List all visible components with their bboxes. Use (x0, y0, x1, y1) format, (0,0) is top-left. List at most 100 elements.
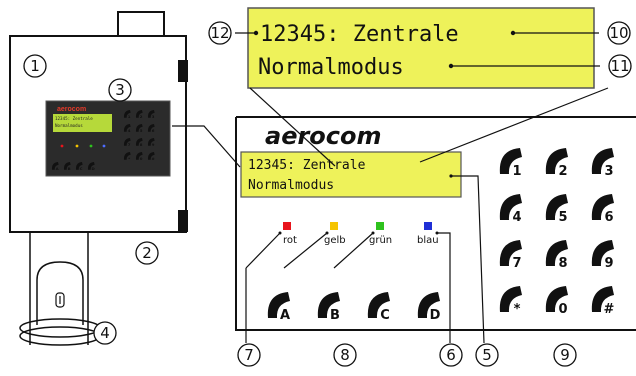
front-panel: aerocom 12345: Zentrale Normalmodus rot … (235, 116, 636, 331)
numpad-key-8-shape (545, 240, 568, 266)
callout-3-circle (108, 78, 132, 102)
function-key-d[interactable]: D (417, 292, 441, 323)
callout-12-circle (208, 21, 232, 45)
numpad-key-6[interactable]: 6 (591, 194, 614, 225)
numpad-key-star[interactable]: * (499, 286, 522, 317)
thumbnail-led-blue (102, 144, 106, 148)
callout-8-circle (333, 343, 357, 367)
function-key-a-shape (267, 292, 290, 318)
thumbnail-numpad-key-star-shape (123, 152, 131, 160)
numpad-key-6-label: 6 (604, 210, 613, 225)
callout-6-label: 6 (446, 346, 456, 364)
led-label-green: grün (369, 235, 392, 246)
led-row: rot gelb grün blau (278, 222, 439, 246)
thumbnail-numpad-key-6-shape (147, 124, 155, 132)
numpad-key-9-label: 9 (604, 256, 613, 271)
thumbnail-function-key-b[interactable]: B (63, 162, 71, 171)
function-key-a[interactable]: A (267, 292, 290, 323)
front-panel-outline (235, 116, 636, 331)
numpad-key-7-label: 7 (512, 256, 521, 271)
function-key-b[interactable]: B (317, 292, 340, 323)
thumbnail-numpad-key-3[interactable]: 3 (147, 110, 155, 119)
thumbnail-numpad-key-star-label: * (128, 156, 130, 161)
thumbnail-numpad-key-star[interactable]: * (123, 152, 131, 161)
callout-1-label: 1 (30, 57, 40, 75)
callout-5: 5 (475, 343, 499, 367)
thumbnail-numpad-key-8[interactable]: 8 (135, 138, 143, 147)
thumbnail-function-key-a-label: A (56, 166, 59, 171)
thumbnail-numpad-key-0-label: 0 (140, 156, 143, 161)
lcd-large: 12345: Zentrale Normalmodus (247, 7, 595, 89)
thumbnail-numpad-key-6-label: 6 (152, 128, 155, 133)
thumbnail-numpad-key-5-label: 5 (140, 128, 143, 133)
callout-9-circle (553, 343, 577, 367)
thumbnail-numpad-key-8-label: 8 (140, 142, 143, 147)
led-yellow (330, 222, 338, 230)
callout-1: 1 (23, 54, 47, 78)
numpad-key-1-label: 1 (512, 164, 521, 179)
callout-9-label: 9 (560, 346, 570, 364)
led-label-yellow: gelb (324, 235, 346, 246)
thumbnail-function-key-a-shape (51, 162, 59, 170)
thumbnail-function-key-c[interactable]: C (75, 162, 83, 171)
callout-2-label: 2 (142, 244, 152, 262)
numpad-key-9[interactable]: 9 (591, 240, 614, 271)
callout-12-label: 12 (210, 24, 229, 42)
numpad-key-5[interactable]: 5 (545, 194, 568, 225)
thumbnail-numpad-key-2[interactable]: 2 (135, 110, 143, 119)
callout-10-label: 10 (609, 24, 628, 42)
numpad-key-2[interactable]: 2 (545, 148, 568, 179)
front-panel-brand: aerocom (265, 122, 382, 150)
numpad-key-4[interactable]: 4 (499, 194, 522, 225)
function-key-c[interactable]: C (367, 292, 390, 323)
function-key-b-label: B (330, 308, 340, 323)
function-key-d-shape (417, 292, 440, 318)
numpad-key-hash[interactable]: # (591, 286, 615, 317)
enclosure-latch-top (178, 60, 188, 82)
enclosure-top-tab (117, 11, 165, 37)
numpad-key-5-shape (545, 194, 568, 220)
numpad-key-1[interactable]: 1 (499, 148, 522, 179)
thumbnail-numpad-key-4-shape (123, 124, 131, 132)
callout-leaders (235, 32, 609, 344)
thumbnail-numpad-key-3-label: 3 (152, 114, 155, 119)
numpad-key-7[interactable]: 7 (499, 240, 522, 271)
numpad-key-star-label: * (514, 302, 521, 317)
numpad-key-2-shape (545, 148, 568, 174)
thumbnail-lcd-line1: 12345: Zentrale (55, 116, 93, 121)
thumbnail-function-key-d[interactable]: D (87, 162, 96, 171)
thumbnail-numpad-key-4[interactable]: 4 (123, 124, 131, 133)
thumbnail-numpad-key-7[interactable]: 7 (123, 138, 131, 147)
thumbnail-numpad-key-hash-label: # (151, 156, 154, 161)
numpad-key-8[interactable]: 8 (545, 240, 568, 271)
thumbnail-led-green (89, 144, 93, 148)
thumbnail-function-key-d-shape (87, 162, 95, 170)
numpad-key-3[interactable]: 3 (591, 148, 614, 179)
numpad-key-star-shape (499, 286, 522, 312)
thumbnail-numpad-key-6[interactable]: 6 (147, 124, 155, 133)
thumbnail-brand: aerocom (57, 106, 86, 113)
thumbnail-function-key-c-label: C (80, 166, 83, 171)
enclosure-latch-bottom (178, 210, 188, 232)
numpad-key-3-shape (591, 148, 614, 174)
thumbnail-function-key-a[interactable]: A (51, 162, 59, 171)
numpad-key-0-label: 0 (558, 302, 567, 317)
thumbnail-numpad-key-1[interactable]: 1 (123, 110, 131, 119)
lcd-large-screen (247, 7, 595, 89)
led-green (376, 222, 384, 230)
thumbnail-numpad-key-5[interactable]: 5 (135, 124, 143, 133)
thumbnail-numpad-key-hash[interactable]: # (147, 152, 155, 161)
numpad-key-7-shape (499, 240, 522, 266)
numpad-key-1-shape (499, 148, 522, 174)
callout-1-circle (23, 54, 47, 78)
thumbnail-numpad-key-0[interactable]: 0 (135, 152, 143, 161)
callout-10: 10 (607, 21, 631, 45)
thumbnail-led-red (60, 144, 64, 148)
numpad-key-0[interactable]: 0 (545, 286, 568, 317)
thumbnail-numpad-key-9[interactable]: 9 (147, 138, 155, 147)
thumbnail-numpad-key-hash-shape (147, 152, 155, 160)
